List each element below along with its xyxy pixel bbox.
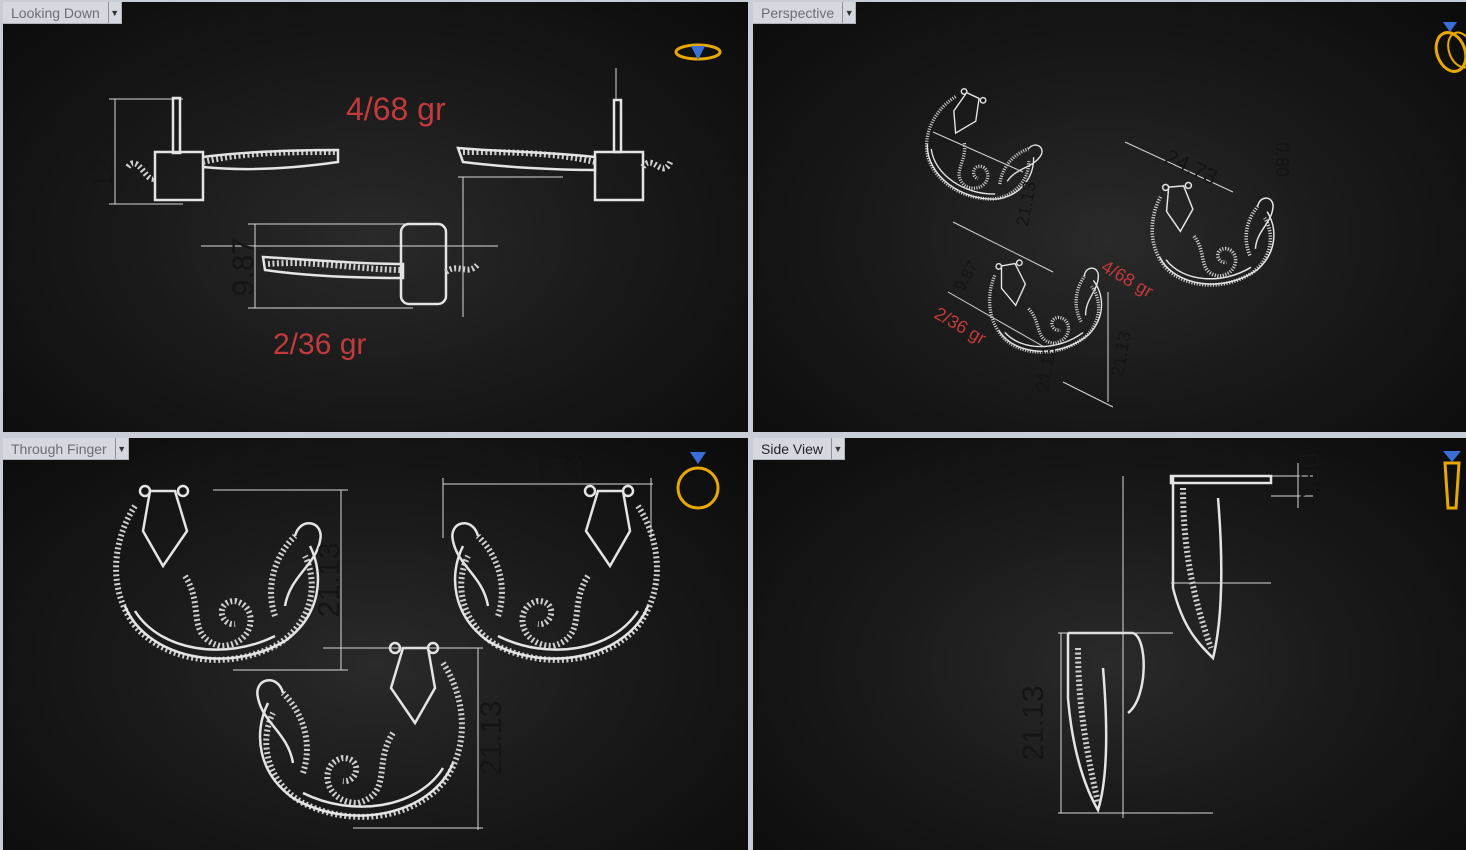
dimension-0-80: 0.80 — [1294, 453, 1325, 508]
chevron-down-icon[interactable]: ▼ — [114, 438, 128, 459]
dimension-0-80: 0.80 — [1272, 142, 1292, 177]
ring-perspective-icon — [1434, 22, 1466, 73]
dimension-21-13-c: 21.13 — [1107, 330, 1135, 378]
chevron-down-icon[interactable]: ▼ — [842, 2, 855, 23]
earring-side-1 — [1122, 463, 1313, 818]
viewport-perspective[interactable]: 24.73 0.80 21.13 9.87 21.13 21.13 4/68 g… — [753, 2, 1466, 432]
viewport-label: Side View — [761, 440, 824, 457]
viewport-side-view[interactable]: 0.80 21.13 Side View ▼ — [753, 438, 1466, 850]
weight-label-4-68: 4/68 gr — [346, 91, 446, 127]
viewport-tab-perspective[interactable]: Perspective ▼ — [753, 2, 857, 24]
viewport-label: Through Finger — [11, 440, 107, 457]
dimension-21-13: 21.13 — [1017, 685, 1050, 760]
dimension-9-87: 9.87 — [227, 238, 260, 296]
chevron-down-icon[interactable]: ▼ — [107, 2, 121, 23]
ring-top-icon — [674, 43, 722, 61]
viewport-looking-down[interactable]: 12.28 9.87 4/68 gr 2/36 gr Looking Down … — [3, 2, 748, 432]
earring-top-right — [456, 68, 674, 202]
earring-persp-3 — [980, 245, 1112, 363]
looking-down-drawing: 12.28 9.87 4/68 gr 2/36 gr — [87, 43, 722, 361]
through-finger-drawing: 21.13 21.13 24.73 — [3, 452, 720, 830]
viewport-through-finger[interactable]: 21.13 21.13 24.73 Through Finger ▼ — [3, 438, 748, 850]
earring-persp-2 — [1146, 173, 1282, 292]
weight-label-2-36: 2/36 gr — [931, 303, 990, 348]
dimension-21-13-b: 21.13 — [475, 700, 508, 775]
perspective-drawing: 24.73 0.80 21.13 9.87 21.13 21.13 4/68 g… — [908, 22, 1466, 408]
dimension-24-73: 24.73 — [508, 454, 583, 487]
viewport-label: Perspective — [761, 4, 835, 21]
dimension-21-13-b: 21.13 — [1032, 345, 1060, 393]
dimension-12-28: 12.28 — [87, 114, 120, 189]
earring-top-bottom — [201, 176, 563, 317]
viewport-label: Looking Down — [11, 4, 100, 21]
viewport-tab-side-view[interactable]: Side View ▼ — [753, 438, 846, 460]
chevron-down-icon[interactable]: ▼ — [831, 438, 844, 459]
earring-front-3 — [257, 643, 462, 817]
viewport-tab-through-finger[interactable]: Through Finger ▼ — [3, 438, 129, 460]
ring-front-icon — [676, 452, 720, 510]
earring-front-2 — [452, 486, 657, 660]
dimension-21-13-a: 21.13 — [313, 542, 346, 617]
weight-label-2-36: 2/36 gr — [273, 328, 366, 361]
ring-side-icon — [1443, 451, 1461, 510]
weight-label-4-68: 4/68 gr — [1098, 256, 1157, 301]
side-view-drawing: 0.80 21.13 — [1017, 451, 1461, 818]
viewport-tab-looking-down[interactable]: Looking Down ▼ — [3, 2, 122, 24]
earring-top-left — [109, 96, 340, 205]
earring-side-2 — [1058, 631, 1213, 814]
earring-front-1 — [116, 486, 321, 660]
dimension-9-87: 9.87 — [952, 258, 982, 294]
